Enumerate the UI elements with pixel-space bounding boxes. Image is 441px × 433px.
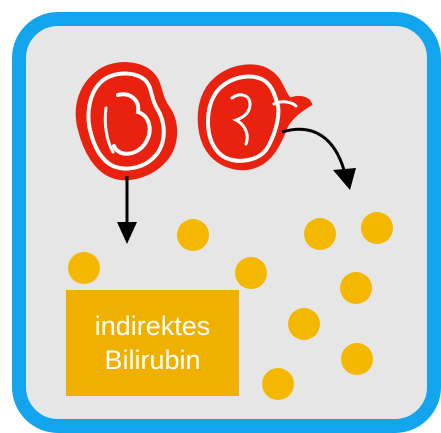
particle	[341, 343, 373, 375]
particle	[288, 308, 320, 340]
particle	[361, 212, 393, 244]
arrowhead-down	[117, 222, 137, 244]
particle	[235, 257, 267, 289]
particle	[262, 368, 294, 400]
particle	[304, 218, 336, 250]
label-line-1: indirektes	[95, 309, 211, 343]
particle	[340, 272, 372, 304]
indirect-bilirubin-label: indirektes Bilirubin	[66, 290, 239, 396]
red-blood-cell-ruptured-icon	[200, 66, 310, 168]
label-line-2: Bilirubin	[104, 343, 200, 377]
arrowhead-curved	[333, 168, 356, 190]
particle	[68, 252, 100, 284]
arrow-curved	[282, 129, 344, 170]
particle	[177, 219, 209, 251]
red-blood-cell-intact-icon	[78, 64, 175, 178]
